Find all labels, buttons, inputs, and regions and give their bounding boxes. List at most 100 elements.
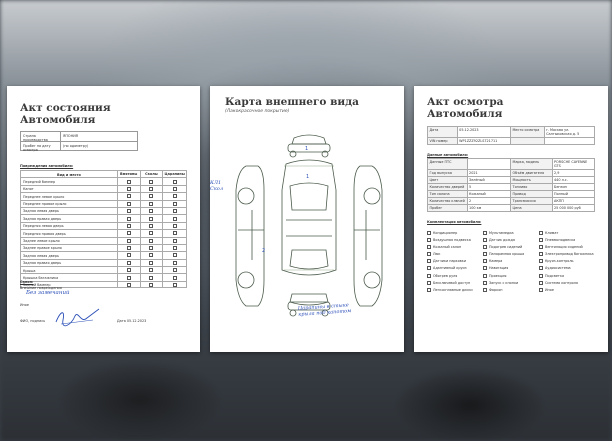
- checkbox[interactable]: [172, 201, 177, 206]
- checkbox[interactable]: [427, 252, 431, 257]
- checkbox[interactable]: [149, 179, 154, 184]
- info-value: 440 л.с.: [554, 178, 568, 182]
- checkbox[interactable]: [126, 275, 131, 280]
- checkbox[interactable]: [149, 268, 154, 273]
- checkbox[interactable]: [149, 194, 154, 199]
- info-key: Количество ключей: [428, 198, 468, 204]
- damage-table-row: Задняя правая дверь: [20, 214, 187, 222]
- damage-table-row: Задний бампер: [20, 280, 187, 289]
- checkbox[interactable]: [149, 216, 154, 221]
- svg-text:2: 2: [262, 248, 265, 254]
- checkbox[interactable]: [172, 179, 177, 184]
- equipment-item: Запуск с кнопки: [483, 279, 539, 286]
- checkbox[interactable]: [427, 266, 431, 271]
- checkbox[interactable]: [483, 237, 487, 242]
- checkbox[interactable]: [539, 237, 543, 242]
- checkbox[interactable]: [172, 238, 177, 243]
- checkbox[interactable]: [126, 194, 131, 199]
- checkbox[interactable]: [427, 237, 431, 242]
- checkbox[interactable]: [483, 252, 487, 257]
- checkbox[interactable]: [172, 186, 177, 191]
- checkbox[interactable]: [427, 230, 431, 235]
- equipment-item: Мультимедиа: [483, 229, 539, 236]
- damage-table-row: Передняя левая дверь: [20, 221, 187, 230]
- checkbox[interactable]: [427, 273, 431, 278]
- info-key: Топливо: [511, 184, 553, 190]
- checkbox[interactable]: [149, 253, 154, 258]
- checkbox[interactable]: [126, 186, 131, 191]
- checkbox[interactable]: [539, 280, 543, 285]
- checkbox[interactable]: [483, 230, 487, 235]
- checkbox[interactable]: [149, 238, 154, 243]
- damage-table-row: Переднее правое крыло: [20, 199, 187, 207]
- checkbox[interactable]: [172, 223, 177, 228]
- checkbox[interactable]: [483, 288, 487, 292]
- checkbox[interactable]: [483, 259, 487, 264]
- checkbox[interactable]: [172, 275, 177, 280]
- checkbox[interactable]: [172, 260, 177, 265]
- checkbox[interactable]: [126, 216, 131, 221]
- checkbox[interactable]: [126, 209, 131, 214]
- info-key: Цена: [511, 205, 553, 211]
- damage-table-header: Вид и место Вмятины Сколы Царапины: [20, 170, 187, 178]
- equipment-item: Иное: [539, 287, 595, 294]
- checkbox[interactable]: [483, 280, 487, 285]
- info-value: 2021: [468, 170, 512, 176]
- checkbox[interactable]: [149, 231, 154, 236]
- checkbox[interactable]: [172, 194, 177, 199]
- exterior-map-sheet: Карта внешнего вида (Лакокрасочное покры…: [210, 86, 404, 352]
- checkbox[interactable]: [149, 186, 154, 191]
- checkbox[interactable]: [427, 259, 431, 264]
- checkbox[interactable]: [172, 246, 177, 251]
- checkbox[interactable]: [149, 260, 154, 265]
- info-key: Привод: [511, 191, 553, 197]
- checkbox[interactable]: [149, 275, 154, 280]
- checkbox[interactable]: [126, 268, 131, 273]
- info-value: [468, 159, 512, 169]
- checkbox[interactable]: [149, 209, 154, 214]
- checkbox[interactable]: [126, 231, 131, 236]
- checkbox[interactable]: [427, 244, 431, 249]
- checkbox[interactable]: [172, 268, 177, 273]
- checkbox[interactable]: [539, 266, 543, 271]
- checkbox[interactable]: [126, 246, 131, 251]
- equipment-item: Аудиосистема: [539, 265, 595, 272]
- checkbox[interactable]: [126, 179, 131, 184]
- checkbox[interactable]: [483, 266, 487, 271]
- checkbox[interactable]: [172, 231, 177, 236]
- checkbox[interactable]: [126, 253, 131, 258]
- info-key: [511, 138, 545, 144]
- info-key: Пробег: [428, 205, 468, 211]
- checkbox[interactable]: [126, 260, 131, 265]
- equipment-item: Электропривод багажника: [539, 251, 595, 258]
- info-key: Тип салона: [428, 191, 468, 197]
- checkbox[interactable]: [483, 244, 487, 249]
- checkbox[interactable]: [539, 259, 543, 264]
- checkbox[interactable]: [126, 201, 131, 206]
- checkbox[interactable]: [149, 201, 154, 206]
- checkbox[interactable]: [427, 288, 431, 292]
- checkbox[interactable]: [172, 253, 177, 258]
- checkbox[interactable]: [149, 282, 154, 287]
- equipment-item: Пневмоподвеска: [539, 236, 595, 243]
- damage-table-row: Крышка багажника: [20, 273, 187, 281]
- info-key: Трансмиссия: [511, 198, 553, 204]
- sheet2-title: Карта внешнего вида: [225, 96, 359, 108]
- checkbox[interactable]: [172, 209, 177, 214]
- checkbox[interactable]: [149, 223, 154, 228]
- checkbox[interactable]: [539, 273, 543, 278]
- checkbox[interactable]: [539, 230, 543, 235]
- checkbox[interactable]: [172, 216, 177, 221]
- checkbox[interactable]: [539, 244, 543, 249]
- checkbox[interactable]: [483, 273, 487, 278]
- checkbox[interactable]: [126, 223, 131, 228]
- checkbox[interactable]: [539, 252, 543, 257]
- checkbox[interactable]: [427, 280, 431, 285]
- checkbox[interactable]: [149, 246, 154, 251]
- checkbox[interactable]: [126, 238, 131, 243]
- checkbox[interactable]: [539, 288, 543, 292]
- checkbox[interactable]: [126, 282, 131, 287]
- checkbox[interactable]: [172, 282, 177, 287]
